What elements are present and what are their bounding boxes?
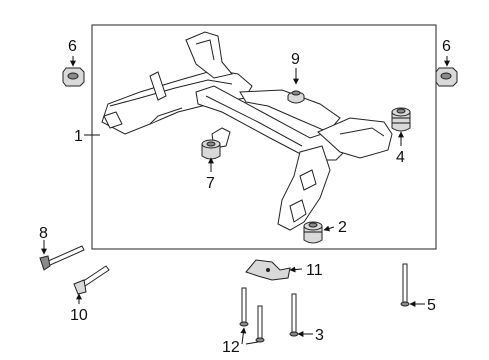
- callout-2: 2: [338, 219, 347, 236]
- nut-6-left: [62, 67, 85, 87]
- callout-1: 1: [74, 128, 83, 145]
- callout-5: 5: [427, 297, 436, 314]
- callout-12: 12: [222, 339, 240, 356]
- assembly-frame-box: [91, 24, 437, 250]
- callout-7: 7: [206, 175, 215, 192]
- callout-6-right: 6: [442, 38, 451, 55]
- bushing-9: [287, 90, 305, 104]
- callout-10: 10: [70, 307, 88, 324]
- callout-8: 8: [39, 225, 48, 242]
- callout-4: 4: [396, 149, 405, 166]
- bracket-11: [245, 259, 291, 281]
- bushing-7: [201, 139, 221, 160]
- callout-3: 3: [315, 327, 324, 344]
- bolt-8: [39, 245, 85, 271]
- nut-6-right: [435, 67, 458, 87]
- mount-2: [303, 221, 323, 244]
- callout-6-left: 6: [68, 38, 77, 55]
- bolt-5: [400, 263, 410, 307]
- bolt-12: [239, 287, 265, 343]
- mount-4: [391, 107, 411, 132]
- callout-9: 9: [291, 51, 300, 68]
- bolt-3: [289, 293, 299, 337]
- callout-11: 11: [306, 262, 323, 279]
- leader-lines: [41, 56, 450, 345]
- subframe-drawing: [101, 31, 393, 231]
- bolt-10: [73, 265, 110, 295]
